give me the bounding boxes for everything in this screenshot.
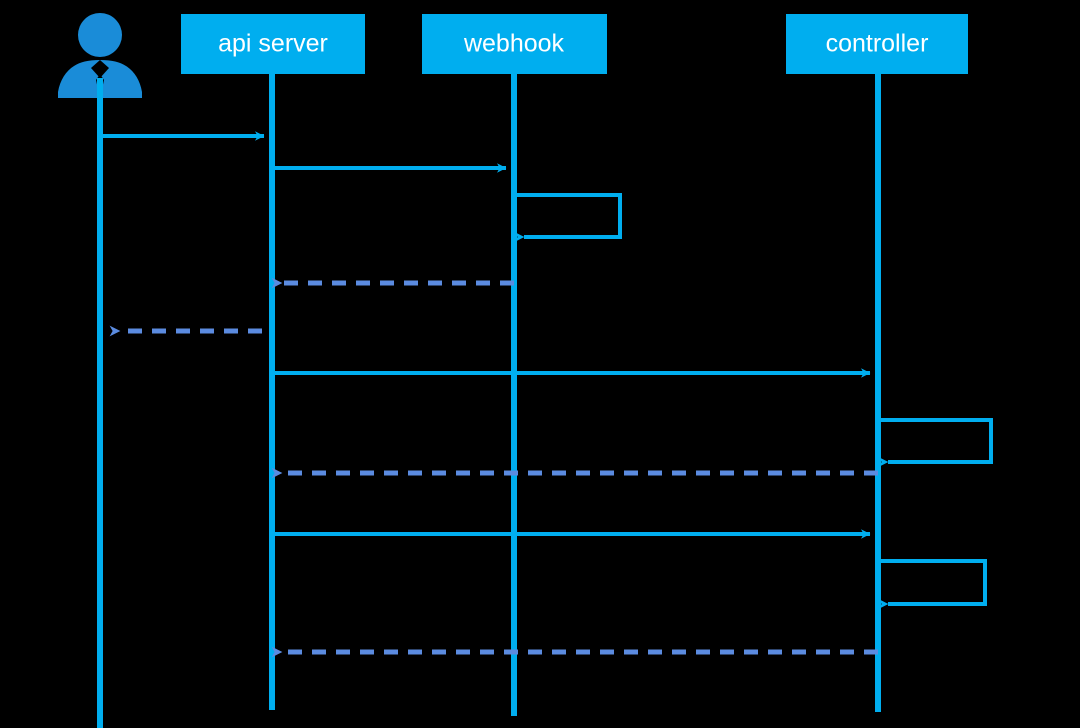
participant-label-controller: controller	[826, 30, 929, 58]
message-3-webhook-self-loop[interactable]	[514, 193, 622, 242]
participant-label-webhook: webhook	[463, 30, 565, 58]
message-10-controller-self-loop[interactable]	[878, 559, 987, 609]
participant-api-server[interactable]: api server	[181, 14, 365, 74]
lifelines	[97, 74, 881, 728]
message-7-controller-self-loop[interactable]	[878, 418, 993, 467]
participant-box-webhook[interactable]	[422, 14, 607, 74]
participant-webhook[interactable]: webhook	[422, 14, 607, 74]
participant-label-api-server: api server	[218, 30, 328, 58]
participant-box-api-server[interactable]	[181, 14, 365, 74]
participant-box-controller[interactable]	[786, 14, 968, 74]
participant-controller[interactable]: controller	[786, 14, 968, 74]
